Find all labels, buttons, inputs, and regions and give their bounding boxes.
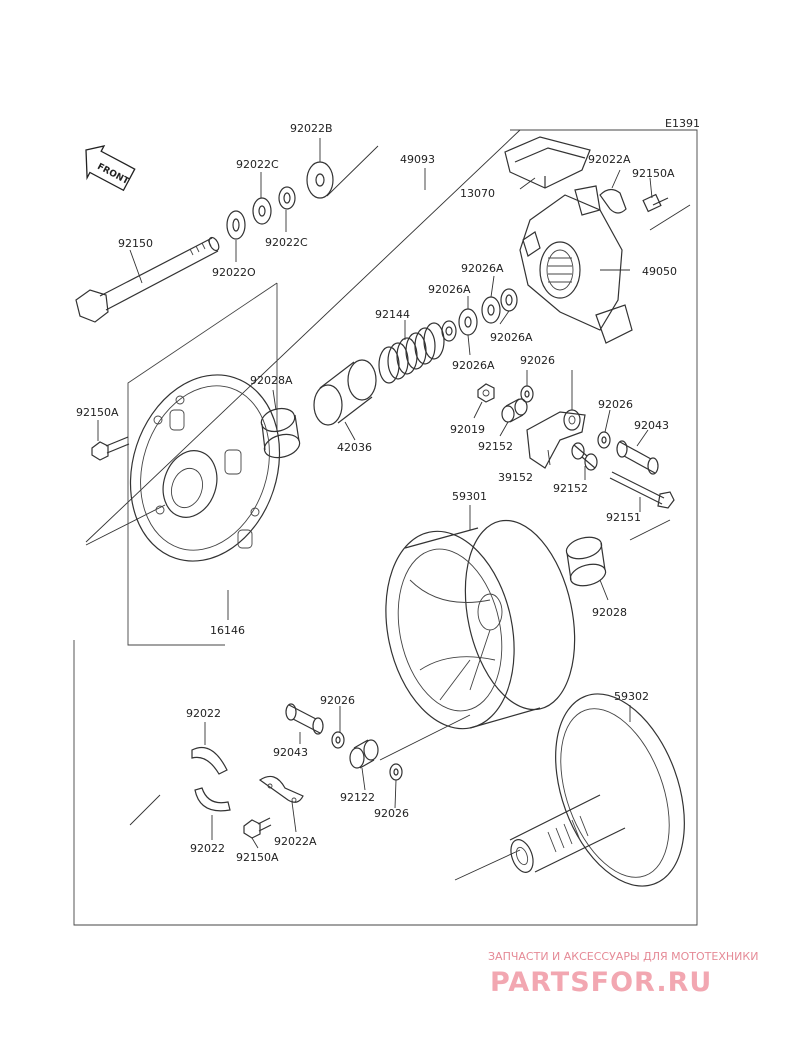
plate-16146 [129, 374, 281, 562]
drum-59301 [385, 519, 576, 730]
label-92026A-2: 92026A [428, 283, 471, 296]
arm-39152 [526, 370, 586, 469]
axis-line-bottom-left [129, 794, 161, 826]
label-92122: 92122 [340, 791, 375, 804]
label-92028: 92028 [592, 606, 627, 619]
washer-92022O [226, 210, 246, 240]
part-13070 [504, 136, 591, 189]
label-92022-top: 92022 [186, 707, 221, 720]
bushing-92028 [565, 536, 607, 587]
plate-frame [127, 282, 278, 646]
watermark-tagline: ЗАПЧАСТИ И АКСЕССУАРЫ ДЛЯ МОТОТЕХНИКИ [488, 950, 758, 963]
roller-92122 [349, 739, 379, 769]
diagram-code: E1391 [665, 117, 700, 130]
label-92026A-4: 92026A [452, 359, 495, 372]
axis-line-right [629, 519, 671, 541]
washer-92026A-b [481, 296, 501, 324]
axis-line-top [326, 145, 379, 197]
label-13070: 13070 [460, 187, 495, 200]
label-92043-bottom: 92043 [273, 746, 308, 759]
clip-92022A-bottom [258, 775, 304, 803]
watermark-brand: PARTSFOR.RU [490, 967, 712, 998]
axis-line-bottom [454, 849, 521, 881]
bolt-92150A-left [91, 436, 130, 461]
washer-92022C-a [252, 197, 272, 225]
label-49050: 49050 [642, 265, 677, 278]
label-59302: 59302 [614, 690, 649, 703]
bolt-92150A-bottom [243, 817, 272, 839]
label-92152-2: 92152 [553, 482, 588, 495]
label-92150A-top: 92150A [632, 167, 675, 180]
label-92043-right: 92043 [634, 419, 669, 432]
label-92022B: 92022B [290, 122, 333, 135]
washer-92022C-b [278, 186, 296, 210]
washer-92026A-a [500, 288, 518, 312]
sleeve-42036 [313, 359, 377, 426]
washer-92026-c [331, 731, 345, 749]
part-49050 [519, 185, 633, 344]
part-labels: 92022B 92022C 49093 92022A 92150A 13070 … [76, 122, 677, 864]
label-92022C-top: 92022C [236, 158, 279, 171]
axis-line-left [85, 504, 166, 546]
bolt-92150 [75, 236, 220, 323]
label-92144: 92144 [375, 308, 410, 321]
label-49093: 49093 [400, 153, 435, 166]
label-92026-3: 92026 [320, 694, 355, 707]
spring-92144 [378, 322, 445, 384]
label-92019: 92019 [450, 423, 485, 436]
label-92151: 92151 [606, 511, 641, 524]
label-92022O: 92022O [212, 266, 256, 279]
label-92152-1: 92152 [478, 440, 513, 453]
washer-92022B [306, 161, 334, 199]
clip-92022-top [191, 746, 228, 775]
axis-line-mid [379, 714, 471, 761]
axis-line-upper-right [649, 204, 691, 231]
clip-92022-bottom [194, 787, 231, 812]
leader-lines [97, 138, 653, 849]
label-92026A-3: 92026A [490, 331, 533, 344]
label-39152: 39152 [498, 471, 533, 484]
diagram-frame [73, 129, 698, 926]
label-92026A-1: 92026A [461, 262, 504, 275]
front-arrow-icon: FRONT [85, 145, 136, 192]
bushing-92028A [260, 407, 301, 459]
clip-92022A-top [599, 188, 627, 214]
washer-92026-b [597, 431, 611, 449]
washer-92026A-c [458, 308, 478, 336]
label-92150: 92150 [118, 237, 153, 250]
washer-92026-d [389, 763, 403, 781]
pin-92152-a [501, 398, 528, 423]
bolt-92151 [609, 471, 675, 509]
pin-92043-bottom [285, 703, 324, 735]
label-92022-bottom: 92022 [190, 842, 225, 855]
label-16146: 16146 [210, 624, 245, 637]
label-59301: 59301 [452, 490, 487, 503]
label-92022C-bottom: 92022C [265, 236, 308, 249]
label-92026-4: 92026 [374, 807, 409, 820]
label-92026-1: 92026 [520, 354, 555, 367]
pin-92043-right [616, 440, 659, 475]
label-42036: 42036 [337, 441, 372, 454]
label-92022A-bottom: 92022A [274, 835, 317, 848]
nut-92019 [477, 383, 495, 403]
label-92150A-bottom: 92150A [236, 851, 279, 864]
label-92150A-left: 92150A [76, 406, 119, 419]
label-92022A-top: 92022A [588, 153, 631, 166]
sheave-59302 [509, 693, 685, 887]
label-92028A: 92028A [250, 374, 293, 387]
label-92026-2: 92026 [598, 398, 633, 411]
axis-line-main [85, 129, 521, 543]
bolt-92150A-top [642, 193, 669, 213]
pin-92152-b [571, 442, 598, 471]
